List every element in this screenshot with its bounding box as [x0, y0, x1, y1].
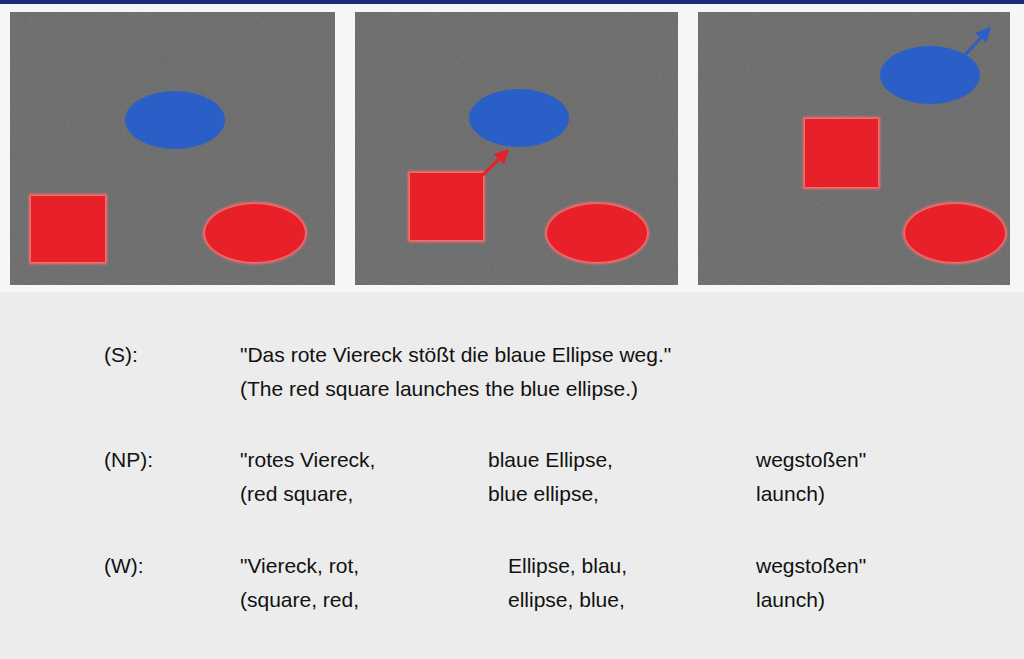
row-tag: (W): [104, 554, 144, 578]
blue-ellipse [469, 89, 569, 147]
red-square [31, 196, 105, 262]
red-square-edge [408, 171, 485, 242]
red-square [410, 173, 483, 240]
phrase: blaue Ellipse, [488, 448, 613, 472]
red-ellipse [205, 204, 305, 262]
red-square-edge [29, 194, 107, 264]
blue-ellipse [125, 91, 225, 149]
red-ellipse [547, 204, 647, 262]
motion-arrow [964, 29, 989, 56]
word-list: Ellipse, blau, [508, 554, 627, 578]
motion-arrow [481, 151, 507, 177]
panel [355, 12, 678, 285]
red-square [805, 119, 878, 187]
translation: ellipse, blue, [508, 588, 625, 612]
translation: launch) [756, 482, 825, 506]
row-tag: (S): [104, 343, 138, 367]
translation: launch) [756, 588, 825, 612]
phrase: "rotes Viereck, [240, 448, 375, 472]
red-ellipse-edge [903, 202, 1007, 264]
word-list: wegstoßen" [756, 554, 866, 578]
red-ellipse-edge [203, 202, 307, 264]
panel [10, 12, 335, 285]
translation: (square, red, [240, 588, 359, 612]
panel [698, 12, 1010, 285]
translation: blue ellipse, [488, 482, 599, 506]
red-ellipse-edge [545, 202, 649, 264]
phrase: wegstoßen" [756, 448, 866, 472]
top-bar [0, 0, 1024, 4]
figure-ground [0, 4, 1024, 292]
red-ellipse [905, 204, 1005, 262]
translation: (The red square launches the blue ellips… [240, 377, 638, 401]
word-list: "Viereck, rot, [240, 554, 359, 578]
row-tag: (NP): [104, 448, 153, 472]
translation: (red square, [240, 482, 353, 506]
sentence: "Das rote Viereck stößt die blaue Ellips… [240, 343, 671, 367]
red-square-edge [803, 117, 880, 189]
